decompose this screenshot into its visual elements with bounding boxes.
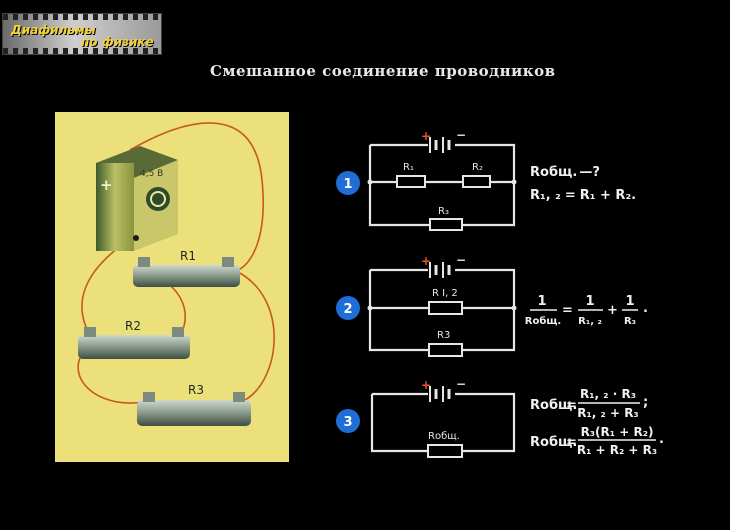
label-r3: R₃ [438, 206, 449, 217]
resistor-r3 [429, 218, 463, 231]
logo-line-2: по физике [81, 35, 154, 49]
circuit-1: 1 + − R₁ R₂ R₃ Rобщ.—? R₁, ₂ = R₁ + R₂. [336, 128, 636, 231]
formula-3a-numerator: R₁, ₂ · R₃ [580, 387, 636, 401]
wire-battery-r1 [129, 122, 264, 271]
formula-3a-end: ; [643, 395, 648, 410]
formula-1-series: R₁, ₂ = R₁ + R₂. [530, 188, 636, 203]
battery-symbol-3 [429, 386, 451, 402]
formula-1-lhs: Rобщ. [530, 165, 577, 180]
minus-sign: − [456, 377, 466, 391]
fraction-1-denominator: Rобщ. [525, 315, 561, 327]
resistor-clamp-left [84, 327, 96, 337]
node-left [367, 179, 373, 185]
logo-line-1: Диафильмы [11, 23, 96, 37]
resistor-body-r3 [137, 400, 251, 426]
equals-sign: = [562, 303, 573, 318]
formula-3-second: Rобщ. = R₃(R₁ + R₂) R₁ + R₂ + R₃ . [530, 425, 664, 457]
formula-3a-lhs: Rобщ. [530, 398, 577, 413]
battery-side [96, 163, 134, 251]
formula-3a-denominator: R₁, ₂ + R₃ [577, 406, 638, 420]
number-badge-3-label: 3 [343, 415, 352, 430]
film-perforation-bottom [3, 48, 161, 54]
circuit-3-wire [370, 392, 516, 453]
resistor-body-r2 [78, 335, 190, 359]
label-r3: R3 [437, 330, 450, 341]
resistor-clamp-left [138, 257, 150, 267]
number-badge-2-label: 2 [343, 302, 352, 317]
resistor-r2 [462, 175, 491, 188]
photo-label-r1: R1 [180, 249, 196, 263]
label-r1: R₁ [403, 162, 414, 173]
fraction-2-denominator: R₁, ₂ [578, 316, 602, 327]
plus-sign: + [421, 254, 431, 268]
battery-symbol-2 [429, 262, 451, 278]
wire-battery-r2 [81, 247, 119, 336]
battery-emblem [146, 187, 170, 211]
label-r-total: Rобщ. [428, 431, 460, 442]
resistor-r1 [396, 175, 426, 188]
plus-operator: + [607, 303, 618, 318]
photo-label-r3: R3 [188, 383, 204, 397]
fraction-3-denominator: R₃ [624, 316, 636, 327]
formula-1-series-rhs: R₁ + R₂. [580, 188, 636, 203]
page-title: Смешанное соединение проводников [210, 62, 556, 80]
resistor-clamp-left [143, 392, 155, 402]
photo-resistor-r1: R1 [133, 249, 240, 287]
battery: 4,5 В + [96, 146, 178, 251]
fraction-2-numerator: 1 [585, 294, 594, 309]
resistor-r12 [428, 301, 463, 315]
battery-emblem-ring [150, 191, 166, 207]
formula-3-first: Rобщ. = R₁, ₂ · R₃ R₁, ₂ + R₃ ; [530, 387, 648, 420]
photo-resistor-r3: R3 [137, 383, 251, 426]
film-perforation-top [3, 14, 161, 20]
minus-sign: − [456, 253, 466, 267]
battery-terminal [133, 235, 139, 241]
formula-1-series-lhs: R₁, ₂ [530, 188, 561, 203]
minus-sign: − [456, 128, 466, 142]
number-badge-3 [336, 409, 360, 433]
number-badge-1-label: 1 [343, 177, 352, 192]
label-r12: R I, 2 [432, 288, 458, 299]
filmstrip-logo: Диафильмы по физике [2, 13, 162, 55]
photo-resistor-r2: R2 [78, 319, 190, 359]
formula-1-rhs: —? [579, 165, 600, 180]
label-r2: R₂ [472, 162, 483, 173]
circuit-2: 2 + − R I, 2 R3 1 Rобщ. = 1 R₁, ₂ + 1 R₃ [336, 253, 648, 357]
node-left [367, 305, 373, 311]
wire-r1-r3 [237, 271, 275, 401]
fraction-3-numerator: 1 [625, 294, 634, 309]
resistor-clamp-right [172, 327, 184, 337]
fraction-1-numerator: 1 [537, 294, 546, 309]
battery-plus-sign: + [100, 176, 113, 194]
battery-symbol-1 [429, 137, 451, 153]
photo-label-r2: R2 [125, 319, 141, 333]
formula-3b-lhs: Rобщ. [530, 435, 577, 450]
node-right [511, 179, 517, 185]
formula-2-parallel: 1 Rобщ. = 1 R₁, ₂ + 1 R₃ . [525, 294, 648, 327]
formula-1-series-eq: = [565, 188, 576, 203]
resistor-r3 [428, 343, 463, 357]
resistor-total [427, 444, 463, 458]
formula-end: . [643, 301, 648, 316]
formula-3b-numerator: R₃(R₁ + R₂) [581, 425, 654, 439]
formula-3b-end: . [659, 432, 664, 447]
resistor-clamp-right [233, 392, 245, 402]
formula-3a-eq: = [566, 398, 577, 413]
formula-3b-denominator: R₁ + R₂ + R₃ [577, 443, 657, 457]
resistor-body-r1 [133, 265, 240, 287]
plus-sign: + [421, 129, 431, 143]
photo-board: 4,5 В + R1 R2 R3 [55, 112, 289, 462]
circuit-1-wire [368, 143, 516, 227]
formula-1-unknown: Rобщ.—? [530, 165, 600, 180]
plus-sign: + [421, 378, 431, 392]
number-badge-2 [336, 296, 360, 320]
formula-3b-eq: = [566, 435, 577, 450]
battery-voltage-label: 4,5 В [140, 169, 163, 179]
number-badge-1 [336, 171, 360, 195]
node-right [511, 305, 517, 311]
circuit-3: 3 + − Rобщ. Rобщ. = R₁, ₂ · R₃ R₁, ₂ + R… [336, 377, 664, 458]
resistor-clamp-right [222, 257, 234, 267]
